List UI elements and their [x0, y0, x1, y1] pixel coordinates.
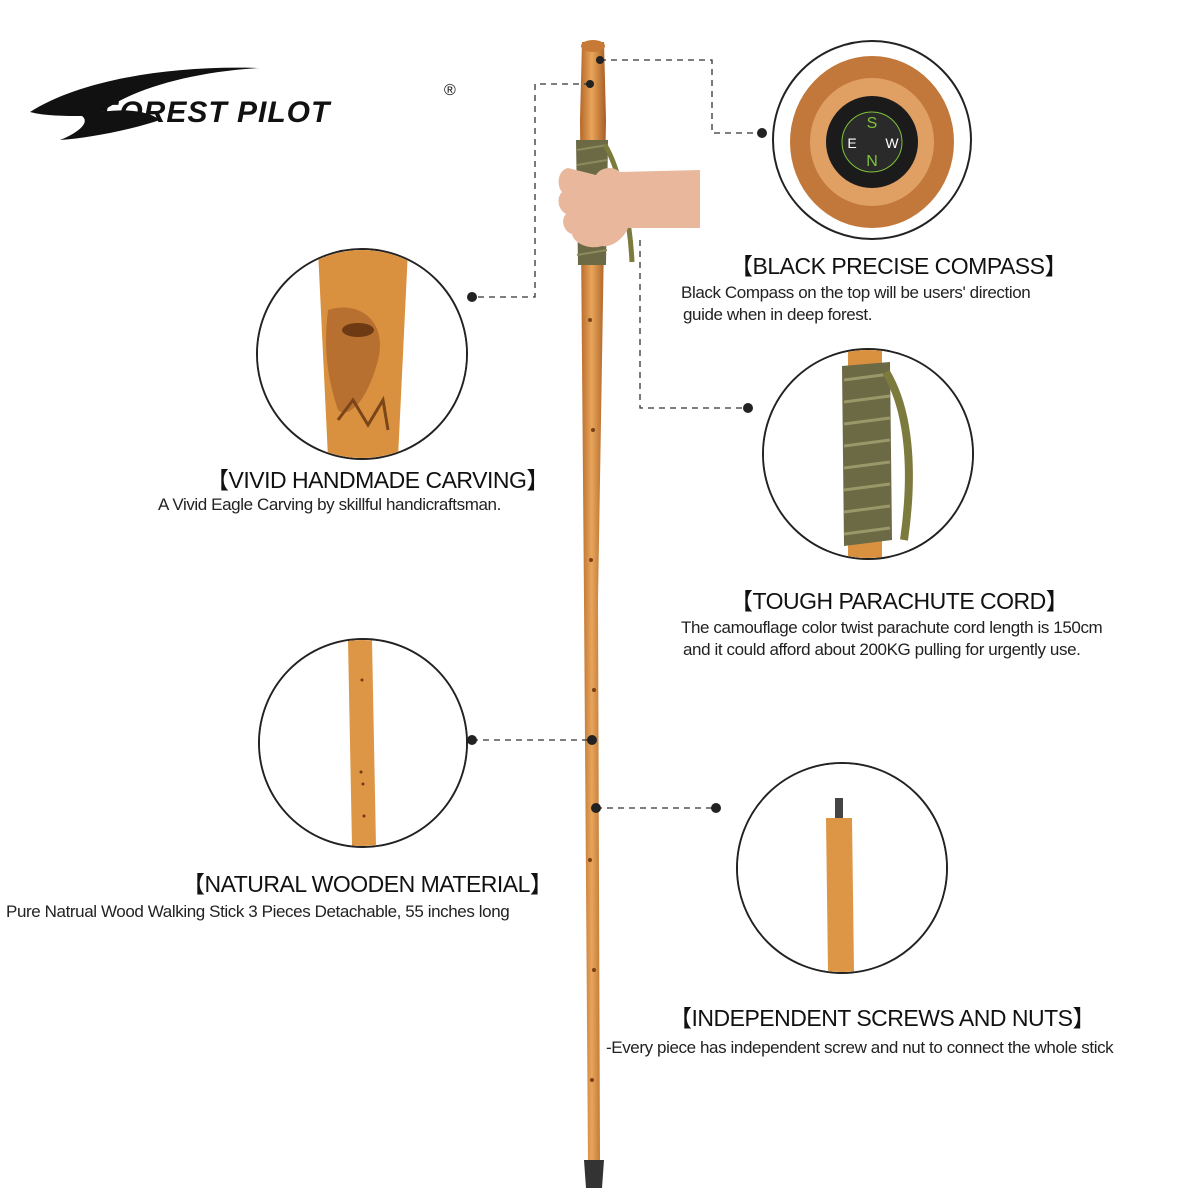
wood-heading: 【NATURAL WOODEN MATERIAL】 — [182, 871, 553, 897]
registered-mark: ® — [444, 82, 456, 99]
brand-logo — [20, 60, 480, 150]
screws-heading: 【INDEPENDENT SCREWS AND NUTS】 — [669, 1005, 1095, 1031]
compass-heading: 【BLACK PRECISE COMPASS】 — [730, 253, 1068, 279]
compass-description-line: guide when in deep forest. — [683, 305, 873, 324]
screws-description-line: -Every piece has independent screw and n… — [606, 1038, 1114, 1057]
wood-description: Pure Natrual Wood Walking Stick 3 Pieces… — [6, 901, 510, 923]
cord-description-line: The camouflage color twist parachute cor… — [681, 618, 1103, 637]
carving-description-line: A Vivid Eagle Carving by skillful handic… — [158, 495, 501, 514]
compass-description-line: Black Compass on the top will be users' … — [681, 283, 1031, 302]
swoosh-icon — [30, 67, 260, 140]
parachute-cord-closeup — [762, 348, 974, 560]
compass-closeup: S N E W — [772, 40, 972, 240]
carving-description: A Vivid Eagle Carving by skillful handic… — [158, 494, 501, 516]
cord-description-line: and it could afford about 200KG pulling … — [683, 640, 1081, 659]
eagle-carving-closeup — [256, 248, 468, 460]
cord-heading: 【TOUGH PARACHUTE CORD】 — [730, 588, 1069, 614]
wood-shaft-closeup — [258, 638, 468, 848]
compass-letter-east: E — [847, 135, 856, 151]
compass-letter-north: N — [866, 153, 878, 170]
compass-letter-south: S — [867, 115, 878, 132]
screw-joint-closeup — [736, 762, 948, 974]
brand-name: FOREST PILOT — [100, 96, 331, 129]
carving-heading: 【VIVID HANDMADE CARVING】 — [206, 467, 549, 493]
wood-description-line: Pure Natrual Wood Walking Stick 3 Pieces… — [6, 902, 510, 921]
screw-icon — [835, 798, 843, 818]
compass-description: Black Compass on the top will be users' … — [681, 282, 1031, 326]
compass-letter-west: W — [885, 135, 899, 151]
cord-description: The camouflage color twist parachute cor… — [681, 617, 1103, 661]
screws-description: -Every piece has independent screw and n… — [606, 1037, 1114, 1059]
